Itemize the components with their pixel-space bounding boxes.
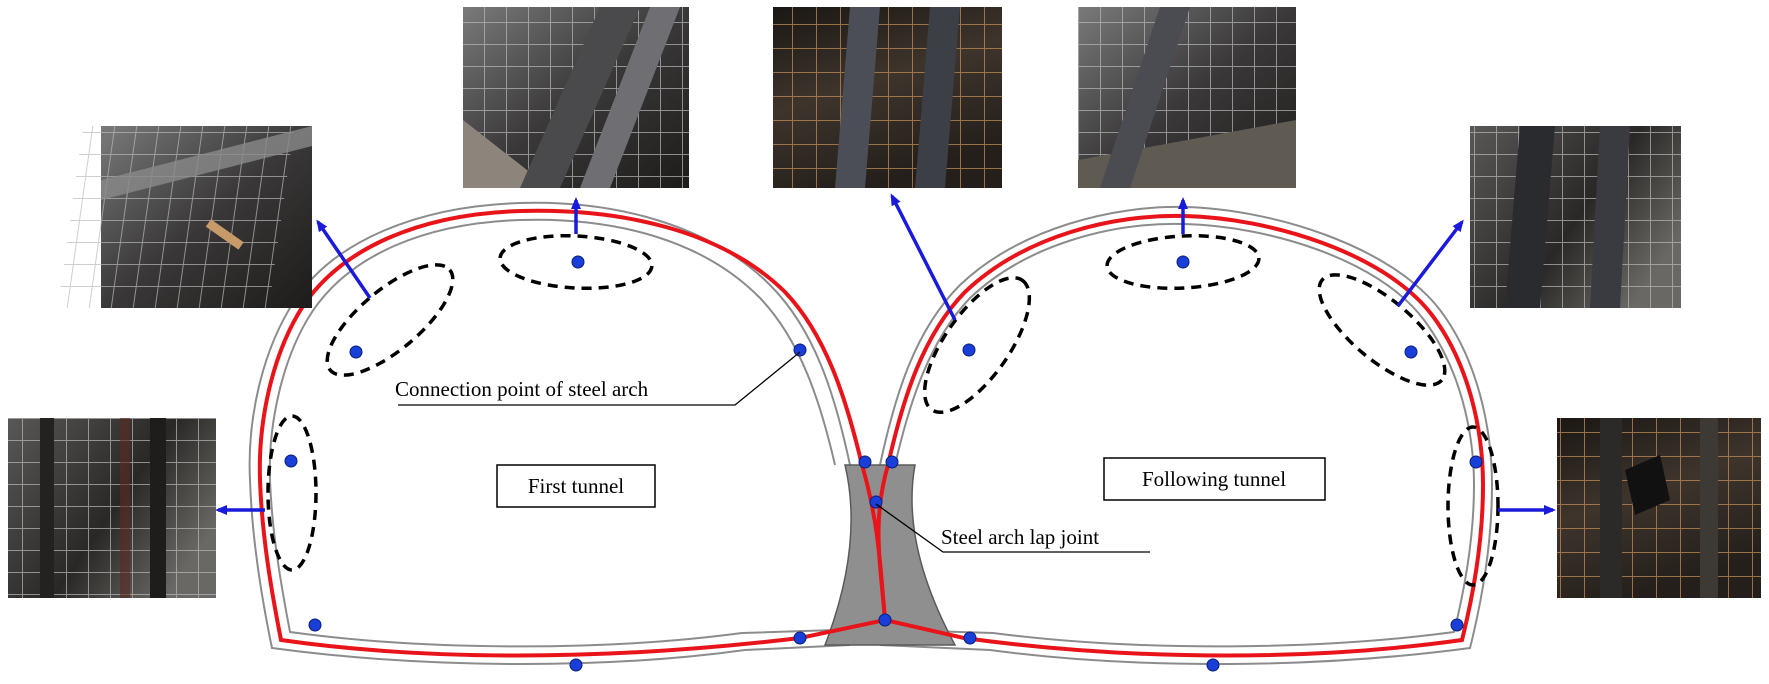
photo-right-upper	[1470, 126, 1681, 308]
photo-left-upper	[57, 126, 312, 308]
highlight-ellipse-right-upper	[1317, 273, 1447, 387]
photo-right-lower	[1557, 418, 1761, 598]
following-tunnel-inner-lining	[894, 222, 1476, 648]
following-tunnel-label: Following tunnel	[1142, 467, 1286, 491]
connection-point	[569, 658, 583, 672]
lap-joint-label: Steel arch lap joint	[941, 525, 1099, 549]
connection-point	[1469, 455, 1483, 469]
leader-lap-joint	[875, 503, 1150, 553]
first-tunnel-steel-arch	[257, 208, 864, 658]
photo-left-lower	[8, 418, 216, 598]
connection-point	[858, 455, 872, 469]
connection-point	[571, 255, 585, 269]
connection-point	[963, 631, 977, 645]
arrow-left-upper	[316, 219, 372, 299]
leader-connection-point	[398, 351, 801, 406]
following-tunnel-steel-arch	[886, 213, 1486, 658]
leader-lines	[398, 351, 1150, 553]
connection-point	[878, 613, 892, 627]
highlight-ellipse-right-lower	[1446, 425, 1500, 587]
arrow-right-upper	[1396, 219, 1464, 308]
connection-point	[885, 455, 899, 469]
highlight-ellipse-left-lower	[266, 414, 318, 572]
connection-points	[284, 255, 1483, 672]
connection-point	[793, 343, 807, 357]
connection-point	[1404, 345, 1418, 359]
site-photos	[8, 7, 1761, 598]
connection-point	[1176, 255, 1190, 269]
highlight-ellipse-left-crown	[498, 233, 654, 291]
arrow-right-inner	[890, 193, 957, 321]
connection-point	[349, 345, 363, 359]
photo-right-shoulder-inner	[773, 7, 1002, 188]
photo-right-crown	[1078, 7, 1296, 188]
highlight-ellipse-right-inner	[922, 275, 1032, 415]
connection-point	[308, 618, 322, 632]
connection-point	[793, 631, 807, 645]
first-tunnel-label: First tunnel	[528, 474, 624, 498]
highlight-ellipse-right-crown	[1105, 233, 1261, 291]
connection-point-label: Connection point of steel arch	[395, 377, 649, 401]
connection-point	[1206, 658, 1220, 672]
middle-pillar	[823, 464, 957, 646]
connection-point	[962, 343, 976, 357]
following-tunnel-box: Following tunnel	[1103, 457, 1326, 501]
connection-point	[869, 495, 883, 509]
first-tunnel-inner-lining	[268, 218, 836, 648]
connection-point	[1450, 618, 1464, 632]
arrows	[215, 193, 1556, 515]
highlight-ellipse-left-upper	[325, 263, 455, 377]
connection-point	[284, 454, 298, 468]
first-tunnel-box: First tunnel	[496, 464, 656, 508]
following-tunnel-outer-lining	[879, 205, 1494, 666]
highlight-ellipses	[266, 233, 1500, 587]
photo-left-crown	[463, 7, 689, 188]
